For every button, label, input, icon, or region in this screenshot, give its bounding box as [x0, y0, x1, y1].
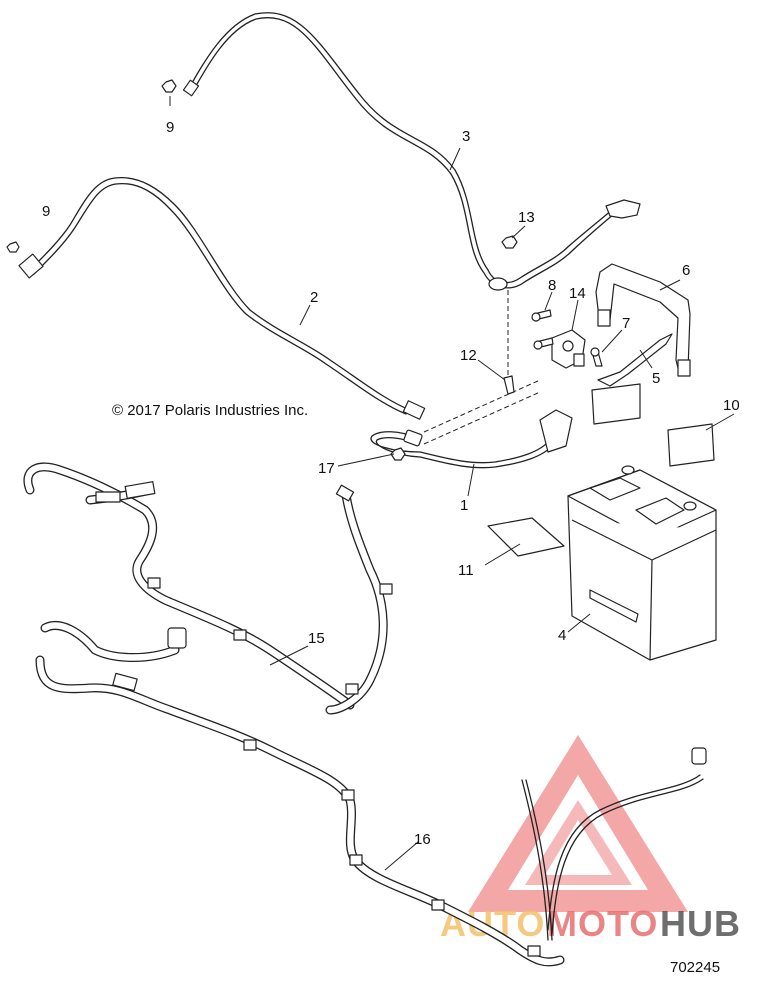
nut-9-top [161, 79, 177, 93]
watermark-logo [468, 735, 688, 912]
callout-12: 12 [460, 347, 477, 364]
fastener-8 [531, 309, 552, 322]
callout-7: 7 [622, 315, 630, 332]
callout-3: 3 [462, 128, 470, 145]
cable-2 [18, 176, 426, 420]
callout-11: 11 [458, 562, 474, 579]
watermark-text: AUTO MOTO HUB [440, 903, 741, 944]
alignment-line [423, 379, 541, 433]
callout-4: 4 [558, 627, 566, 644]
harness-15 [23, 462, 393, 715]
alignment-line [423, 391, 541, 445]
watermark-text-hub: HUB [660, 903, 741, 944]
callout-8: 8 [548, 277, 556, 294]
label-11 [487, 517, 565, 557]
nut-13 [501, 235, 518, 249]
leader-lines [169, 96, 735, 871]
callout-10: 10 [723, 397, 740, 414]
callout-9: 9 [166, 119, 174, 136]
pad-10 [667, 423, 715, 467]
copyright-text: © 2017 Polaris Industries Inc. [112, 402, 308, 419]
callout-6: 6 [682, 262, 690, 279]
callout-15: 15 [308, 630, 325, 647]
callout-17: 17 [318, 460, 335, 477]
diagram-part-number: 702245 [670, 959, 720, 976]
clip-12 [503, 375, 515, 395]
callout-labels: 9 3 9 13 6 8 2 14 7 12 5 10 17 1 11 4 15… [42, 119, 740, 848]
callout-5: 5 [652, 370, 660, 387]
harness-16 [35, 621, 707, 967]
bracket-5 [597, 333, 673, 387]
pad-7 [591, 383, 641, 425]
fastener-7 [590, 347, 603, 367]
callout-16: 16 [414, 831, 431, 848]
battery-4 [567, 465, 717, 661]
strap-6 [595, 263, 691, 377]
nut-17 [390, 447, 406, 461]
callout-13: 13 [518, 209, 535, 226]
nut-9-left [6, 241, 20, 253]
terminal-14 [551, 329, 586, 369]
cable-1 [370, 409, 573, 469]
cable-3 [182, 12, 641, 291]
callout-9: 9 [42, 203, 50, 220]
callout-2: 2 [310, 289, 318, 306]
fastener-8b [533, 337, 554, 350]
callout-14: 14 [569, 285, 586, 302]
callout-1: 1 [460, 497, 468, 514]
watermark-text-moto: MOTO [547, 903, 658, 944]
